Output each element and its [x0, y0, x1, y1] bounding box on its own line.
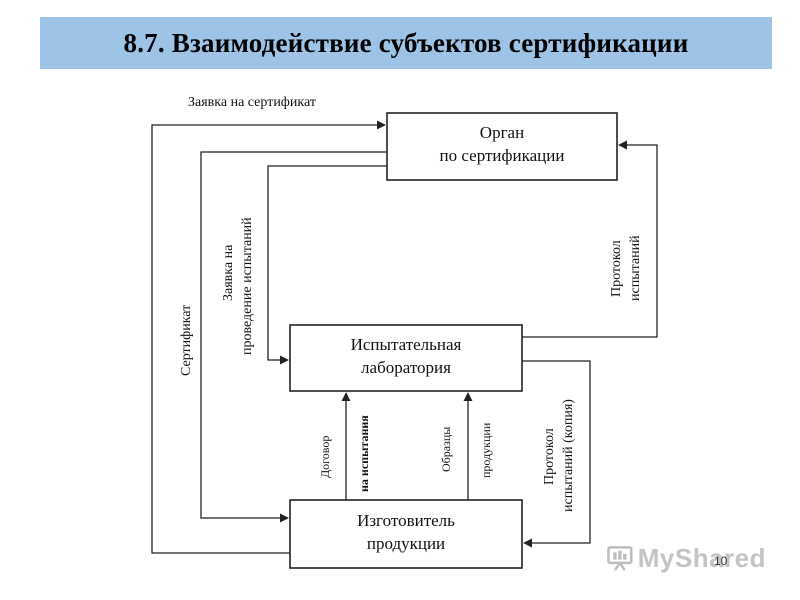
- edge-protocol-copy-label-1: Протокол: [542, 428, 557, 485]
- watermark-text: MyShared: [637, 542, 766, 573]
- edge-protocol-copy-label-2: испытаний (копия): [561, 399, 576, 512]
- edge-test-protocol-label-2: испытаний: [628, 235, 643, 301]
- edge-test-application-label-2: проведение испытаний: [240, 217, 255, 355]
- edge-test-protocol: [522, 140, 658, 338]
- edge-application-certificate-label: Заявка на сертификат: [188, 95, 316, 110]
- edge-application-certificate: [151, 120, 386, 554]
- node-lab-line1: Испытательная: [351, 335, 462, 354]
- page-title: 8.7. Взаимодействие субъектов сертификац…: [123, 27, 689, 58]
- edge-test-application-label-1: Заявка на: [221, 244, 236, 301]
- watermark: MyShared: [606, 538, 766, 578]
- edge-certificate: [200, 151, 387, 523]
- node-lab-line2: лаборатория: [361, 358, 451, 377]
- edge-contract-label-1: Договор: [318, 436, 332, 478]
- page-number: 10: [714, 554, 728, 568]
- node-organ-line1: Орган: [480, 123, 524, 142]
- edge-test-protocol-label-1: Протокол: [609, 240, 624, 297]
- edge-test-application: [267, 165, 387, 365]
- edge-samples-label-1: Образцы: [439, 427, 453, 472]
- edge-protocol-copy: [522, 360, 591, 548]
- node-maker: Изготовитель продукции: [289, 499, 523, 569]
- presentation-board-icon: [607, 546, 633, 571]
- edge-samples-label-2: продукции: [479, 422, 493, 478]
- node-maker-line1: Изготовитель: [357, 511, 455, 530]
- edge-certificate-label: Сертификат: [179, 305, 194, 376]
- edge-contract-label-2: на испытания: [357, 415, 371, 492]
- node-organ-line2: по сертификации: [440, 146, 565, 165]
- node-organ: Орган по сертификации: [386, 112, 618, 181]
- title-bar: 8.7. Взаимодействие субъектов сертификац…: [40, 17, 772, 69]
- node-maker-line2: продукции: [367, 534, 445, 553]
- node-lab: Испытательная лаборатория: [289, 324, 523, 392]
